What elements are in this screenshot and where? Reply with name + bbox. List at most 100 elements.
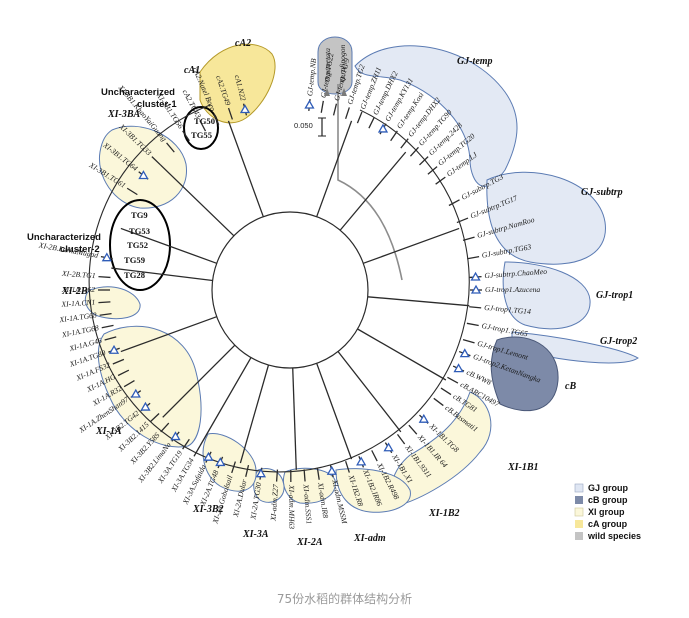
leaf-branch [245,464,250,477]
legend-swatch-cb [575,496,583,504]
group-label-gj-trop1: GJ-trop1 [596,290,633,301]
triangle-marker [138,170,149,180]
leaf-branch [98,275,111,279]
leaf-label-gj_temp: GJ-temp.NB [305,58,318,97]
leaf-branch [456,217,469,224]
internal-branch [239,364,270,464]
leaf-branch [149,413,160,423]
group-label-xi-3b2: XI-3B2 [192,504,224,515]
leaf-branch [213,113,220,125]
leaf-branch [166,142,175,153]
shade-cb [490,336,559,412]
triangle-marker [108,344,120,354]
leaf-tg59: TG59 [124,255,145,265]
leaf-branch [371,450,378,462]
wild-branch [337,84,403,281]
cluster-1-title-line1: Uncharacterized [101,87,175,98]
shade-ca [199,43,276,124]
leaf-branch [419,156,429,166]
leaf-branch [462,236,475,242]
legend-label-gj: GJ group [588,483,629,493]
leaf-label-xi_1a: XI-1A.CN1 [60,298,95,309]
leaf-branch [466,322,479,327]
leaf-branch [303,469,306,482]
triangle-marker [215,457,226,467]
leaf-branch [390,130,398,142]
group-label-gj-subtrp: GJ-subtrp [581,187,623,198]
triangle-marker [341,88,347,96]
leaf-wild-punctata: O.punctata [323,48,332,82]
triangle-marker [324,88,330,96]
leaf-label-xi_2b: XI-2B.TG1 [61,269,96,280]
triangle-marker [383,442,394,452]
leaf-branch [440,387,452,396]
leaf-tg53: TG53 [129,226,150,236]
figure-caption: 75份水稻的群体结构分析 [276,592,413,606]
leaf-branch [356,111,363,124]
leaf-branch [462,338,475,344]
leaf-branch [316,467,320,480]
legend: GJ group cB group XI group cA group wild… [574,483,641,541]
triangle-marker [239,104,251,114]
shade-gj-trop1 [502,261,591,330]
leaf-label-xi_adm: XI-adm.SSS1 [301,483,313,524]
leaf-branch [227,107,234,120]
leaf-branch [126,187,138,196]
leaf-tg55: TG55 [191,130,212,140]
cluster-2-ellipse [109,199,171,291]
group-label-ca2: cA2 [235,38,251,49]
triangle-marker [101,252,112,262]
triangle-marker [418,413,429,423]
triangle-marker [203,451,214,461]
group-label-xi-3a: XI-3A [242,529,269,540]
leaf-branch [332,103,338,116]
leaf-branch [160,422,170,433]
shade-xi-2b [84,286,141,320]
legend-label-wild: wild species [587,531,641,541]
leaf-branch [320,100,324,113]
leaf-branch [182,438,190,450]
leaf-branch [448,199,460,207]
leaf-branch [469,306,482,309]
group-label-xi-adm: XI-adm [353,533,386,544]
leaf-tg50: TG50 [194,116,215,126]
internal-branch [337,351,402,433]
leaf-branch [447,376,459,384]
internal-branch [120,227,217,264]
shade-xi-1a [97,325,202,448]
triangle-marker [470,271,481,281]
leaf-branch [396,433,406,445]
group-label-xi-2a: XI-2A [296,537,323,548]
leaf-label-xi_1a: XI-1A.D62 [61,285,95,294]
group-label-gj-temp: GJ-temp [457,56,493,67]
legend-swatch-ca [575,520,583,528]
group-shading [84,36,639,513]
internal-branch [339,151,407,231]
group-label-xi-1b2: XI-1B2 [428,508,460,519]
leaf-branch [117,369,130,377]
internal-branch [111,267,213,282]
legend-label-ca: cA group [588,519,628,529]
leaf-branch [99,313,112,316]
leaf-label-gj_trop1: GJ-trop1.TG14 [484,303,532,316]
legend-label-cb: cB group [588,495,628,505]
leaf-branch [408,424,418,435]
leaf-branch [193,445,201,457]
triangle-marker [326,465,337,475]
leaf-branch [151,156,161,166]
group-label-xi-1b1: XI-1B1 [507,462,539,473]
internal-branch [316,120,353,217]
cluster-1-ellipse [183,106,219,150]
triangle-marker [304,99,315,109]
tree-branches [88,84,470,473]
leaf-branch [98,301,111,304]
leaf-branch [409,146,419,157]
node-markers [101,99,482,478]
leaf-branch [433,397,444,407]
leaf-tg52: TG52 [127,240,148,250]
leaf-branch [199,120,207,132]
leaf-branch [400,138,409,149]
leaf-label-gj_trop1: GJ-trop1.Azucena [485,285,540,294]
cluster-1-title-line2: cluster-1 [137,99,177,110]
leaf-label-xi_1a: XI-1A.TG68 [58,310,97,324]
